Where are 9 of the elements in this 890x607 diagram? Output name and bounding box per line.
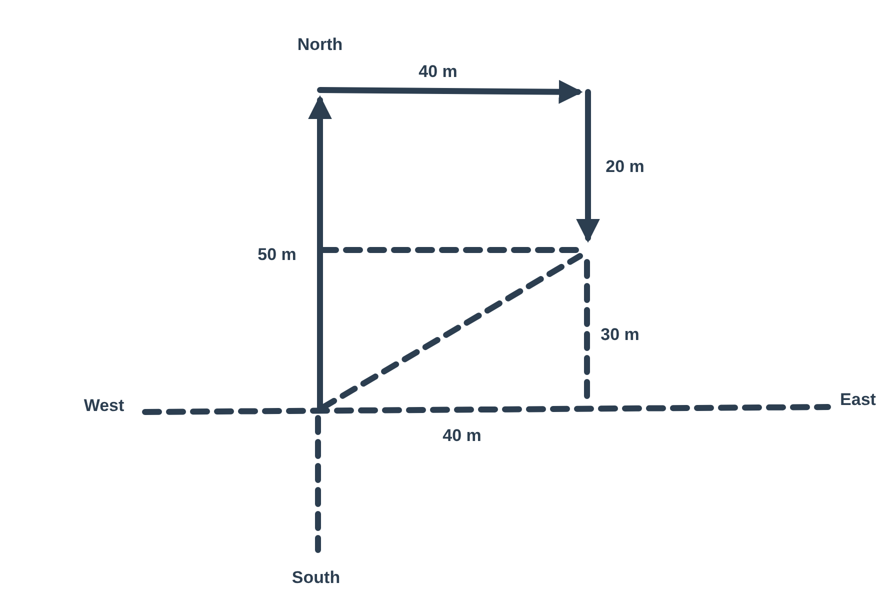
direction-label: East [840, 390, 876, 410]
direction-label: West [84, 396, 124, 416]
distance-label: 20 m [606, 157, 644, 177]
distance-label: 40 m [418, 62, 458, 82]
distance-label: 30 m [600, 325, 640, 345]
distance-label: 40 m [442, 426, 482, 446]
distance-label: 50 m [258, 245, 296, 265]
direction-label: South [292, 568, 340, 588]
direction-label: North [297, 35, 343, 55]
